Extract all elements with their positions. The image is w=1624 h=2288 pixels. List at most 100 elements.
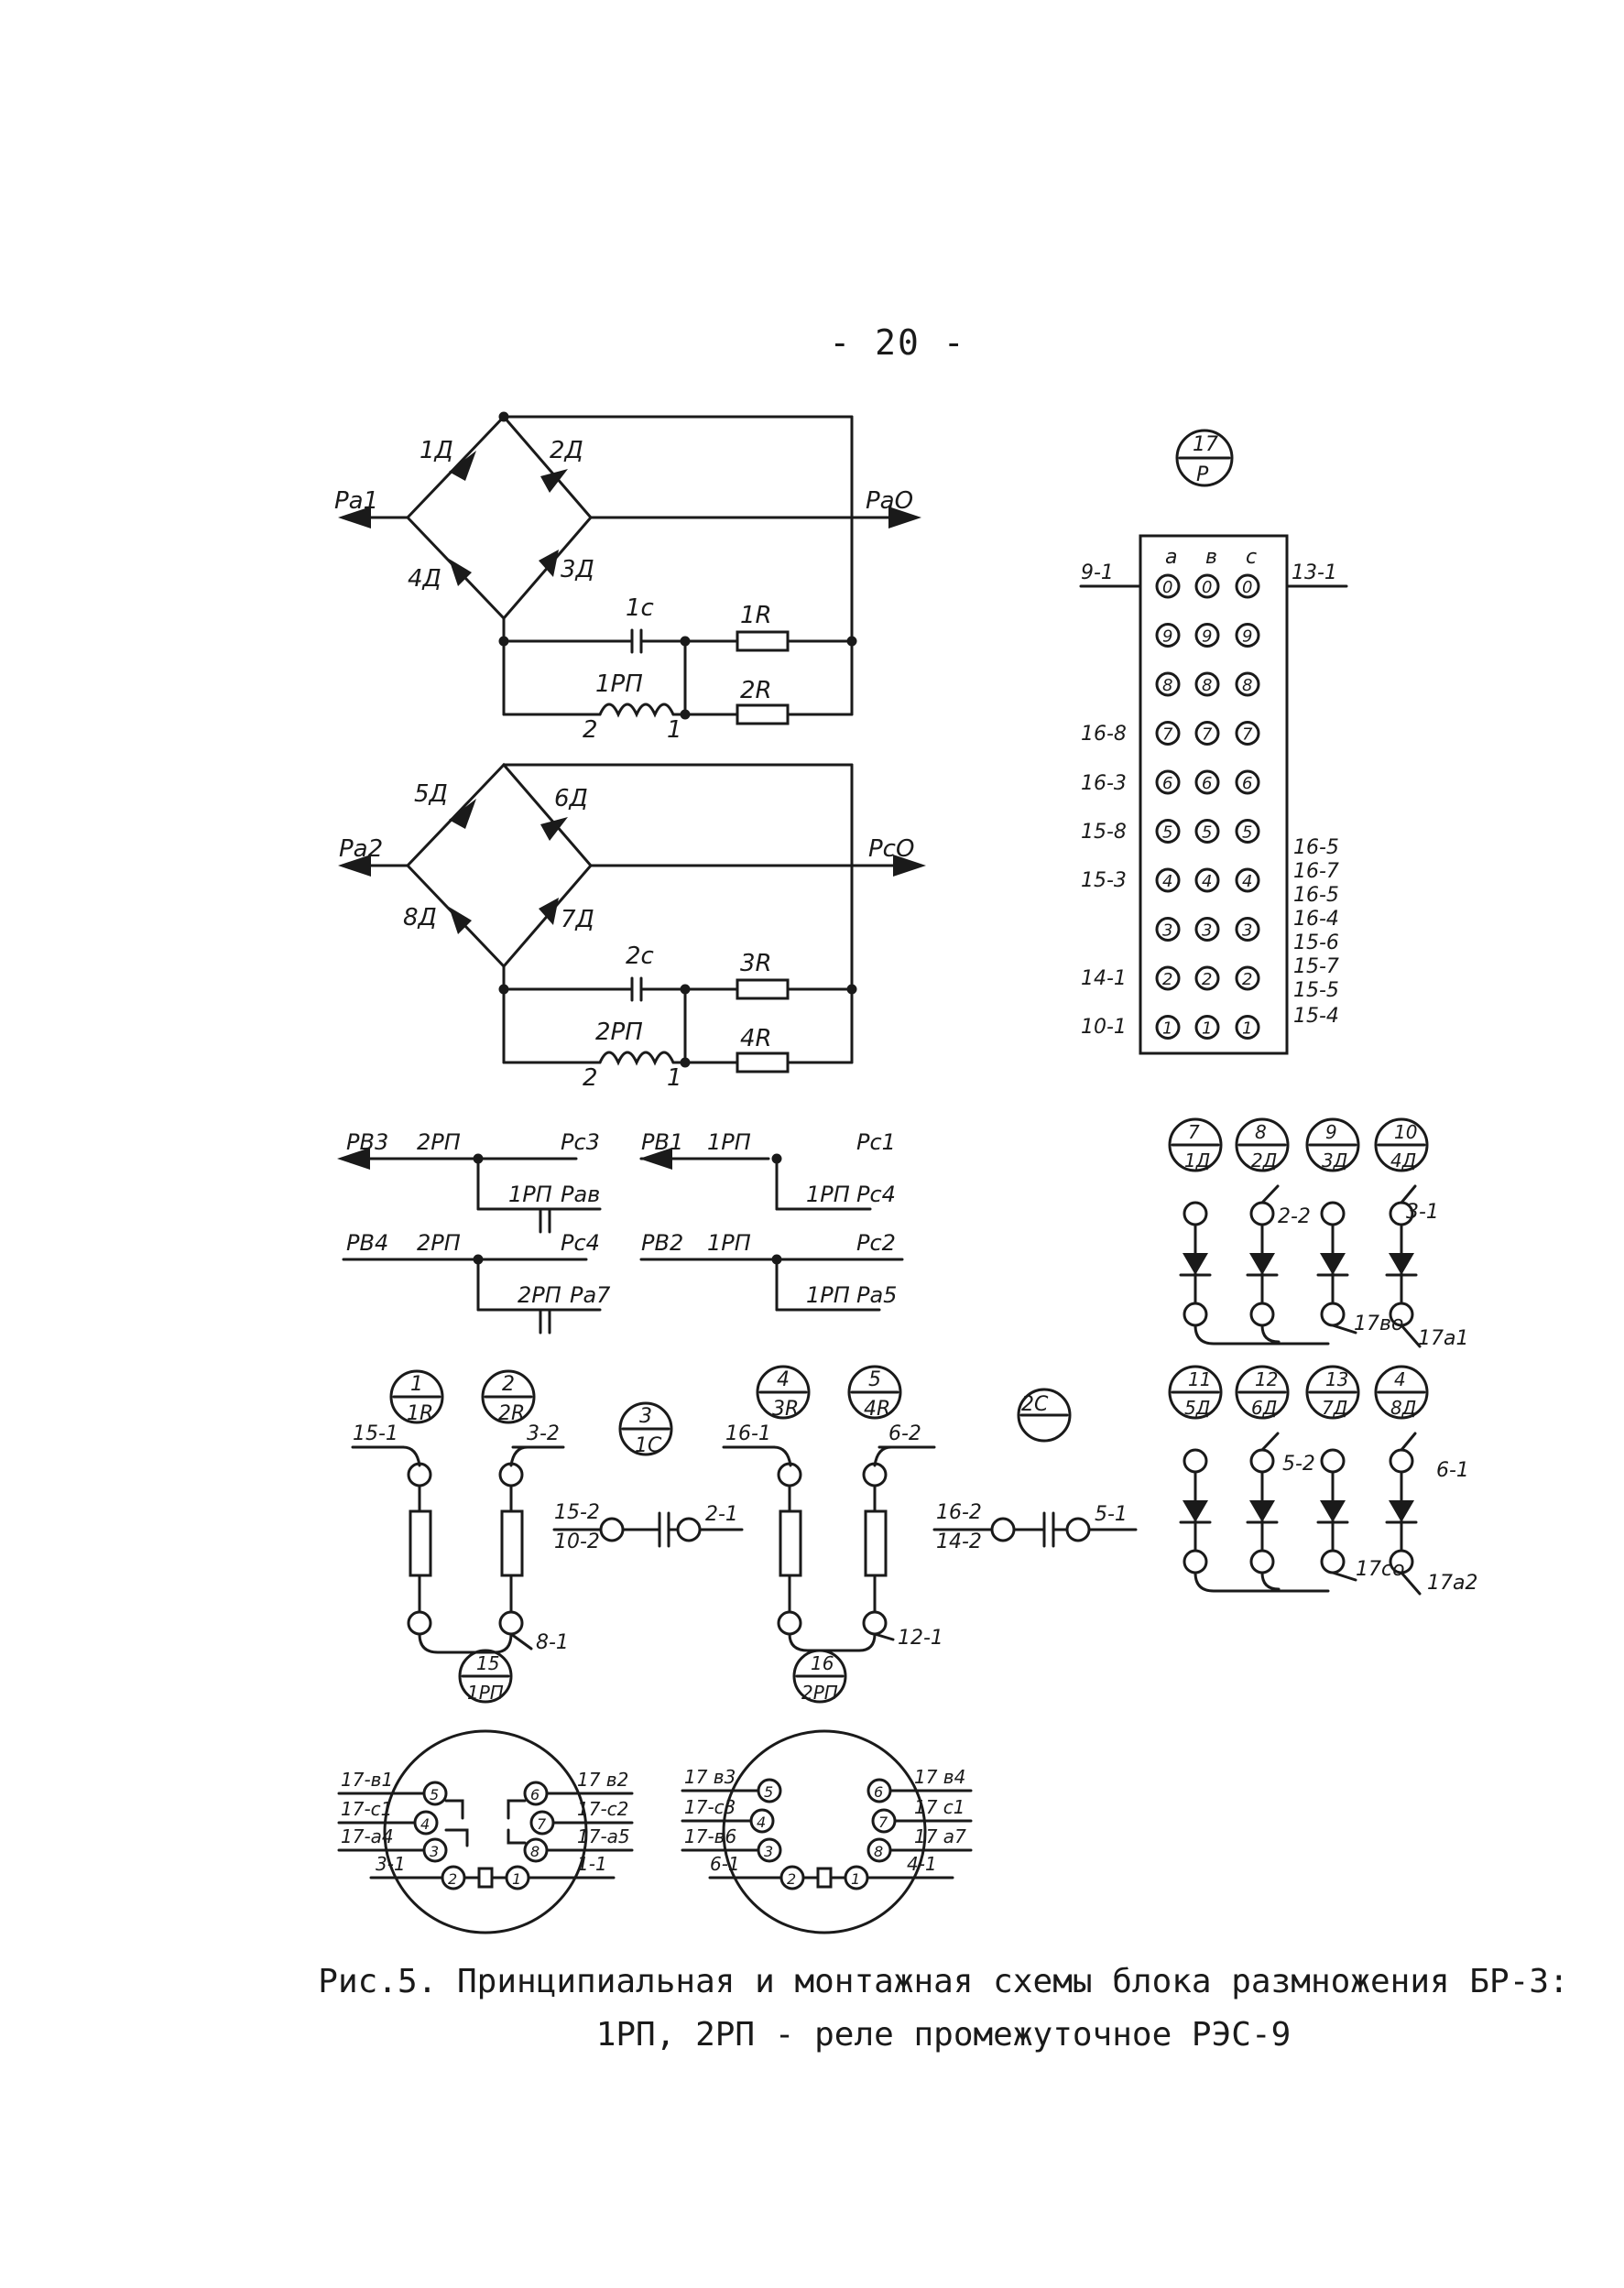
diode-terminal xyxy=(1320,1549,1346,1574)
socket-left-label: 17-а4 xyxy=(341,1825,394,1847)
diode-terminal xyxy=(1183,1549,1208,1574)
caption-line-1: Рис.5. Принципиальная и монтажная схемы … xyxy=(318,1963,1569,2000)
connector-pin xyxy=(1235,671,1260,697)
connector-pin xyxy=(1235,623,1260,648)
diode-symbol xyxy=(1389,1500,1414,1522)
caption-line-2: 1РП, 2РП - реле промежуточное РЭС-9 xyxy=(595,2016,1292,2054)
contact-left-label: РВ2 xyxy=(641,1230,683,1256)
connector-pin-number: 9 xyxy=(1162,627,1172,647)
contact-sub-relay-label: 1РП xyxy=(508,1182,552,1207)
diode-badge-sub: 2Д xyxy=(1251,1149,1277,1171)
resistor-4r-label: 4R xyxy=(740,1025,772,1052)
resistor-badge-sub: 4R xyxy=(864,1398,890,1421)
socket-left-label: 17-с1 xyxy=(341,1798,392,1820)
connector-left-label: 14-1 xyxy=(1081,967,1127,990)
capacitor-right-label: 2-1 xyxy=(705,1503,738,1526)
diode-badge-id: 4 xyxy=(1394,1368,1406,1390)
connector-pin-number: 4 xyxy=(1242,872,1252,891)
bridge1-out-label: РаО xyxy=(866,487,913,515)
socket-right-label: 17 в4 xyxy=(914,1766,965,1788)
diode-symbol xyxy=(1389,1253,1414,1275)
contact-relay-label: 2РП xyxy=(417,1129,461,1155)
resistor-group-1 xyxy=(351,1369,565,1654)
diode-badge xyxy=(1374,1117,1429,1172)
diode-lead xyxy=(1400,1324,1422,1348)
socket-pin: 6 xyxy=(874,1783,883,1801)
diode-bus xyxy=(1260,1324,1281,1344)
bridge2-in-label: Ра2 xyxy=(339,835,383,863)
connector-pin xyxy=(1155,965,1181,991)
coil-2rp-pin1: 1 xyxy=(667,1064,682,1092)
socket-right-label: 4-1 xyxy=(907,1853,937,1875)
connector-pin xyxy=(1235,1015,1260,1040)
socket-badge-sub: 1РП xyxy=(467,1682,504,1704)
connector-pin xyxy=(1155,573,1181,599)
connector-pin xyxy=(1194,1015,1220,1040)
resistor-badge-sub: 1R xyxy=(407,1402,433,1425)
connector-pin-number: 2 xyxy=(1202,970,1212,989)
socket-pin: 8 xyxy=(530,1843,540,1860)
contact-left-label: РВ1 xyxy=(641,1129,683,1155)
diode-badge xyxy=(1305,1117,1360,1172)
diode-bottom-label: 6-1 xyxy=(1436,1459,1469,1482)
coil-1rp-pin2: 2 xyxy=(583,716,598,744)
diode-1d-label: 1Д xyxy=(420,437,453,464)
bridge-2 xyxy=(338,762,926,1073)
socket-left-label: 6-1 xyxy=(710,1853,740,1875)
connector-left-label: 16-8 xyxy=(1081,723,1127,746)
diode-badge xyxy=(1305,1365,1360,1420)
bridge1-in-label: Ра1 xyxy=(334,487,378,515)
socket-left-label: 3-1 xyxy=(376,1853,406,1875)
diode-lead xyxy=(1400,1571,1422,1596)
connector-pin-number: 8 xyxy=(1162,676,1172,695)
contact-left-label: РВ4 xyxy=(346,1230,388,1256)
diode-symbol xyxy=(1183,1253,1208,1275)
connector-pin xyxy=(1235,867,1260,893)
diode-2d-label: 2Д xyxy=(550,437,583,464)
resistor-label: 6-2 xyxy=(888,1422,921,1445)
connector-right-label: 16-4 xyxy=(1293,908,1339,931)
relay-socket-1 xyxy=(337,1649,634,1934)
capacitor-badge-id: 3 xyxy=(639,1405,652,1428)
diode-lead xyxy=(1331,1324,1357,1335)
resistor-label: 15-1 xyxy=(353,1422,398,1445)
socket-left-label: 17-в1 xyxy=(341,1769,393,1791)
capacitor-left-label: 10-2 xyxy=(554,1531,600,1553)
diode-top-label: 17во xyxy=(1354,1313,1403,1335)
capacitor-right-label: 5-1 xyxy=(1095,1503,1128,1526)
socket-left-label: 17-в6 xyxy=(684,1825,736,1847)
diode-5d-label: 5Д xyxy=(414,780,448,808)
connector-left-label: 9-1 xyxy=(1081,561,1114,584)
diode-badge-sub: 5Д xyxy=(1184,1397,1210,1419)
connector-pin xyxy=(1194,671,1220,697)
connector-pin xyxy=(1155,721,1181,746)
diode-badge-sub: 6Д xyxy=(1251,1397,1277,1419)
diode-badge-id: 12 xyxy=(1255,1368,1278,1390)
diode-bottom-label: 17со xyxy=(1356,1558,1405,1581)
connector-pin xyxy=(1194,721,1220,746)
capacitor-badge-sub: 1С xyxy=(635,1434,662,1457)
socket-badge-id: 15 xyxy=(476,1652,499,1674)
contact-left-label: РВ3 xyxy=(346,1129,388,1155)
socket-pin: 1 xyxy=(851,1870,860,1888)
contact-circuits xyxy=(337,1148,904,1335)
socket-pin: 3 xyxy=(764,1843,773,1860)
resistor-badge-sub: 2R xyxy=(498,1402,525,1425)
diode-badge-id: 11 xyxy=(1188,1368,1211,1390)
socket-pin: 3 xyxy=(430,1843,439,1860)
resistor-label: 8-1 xyxy=(536,1631,569,1654)
connector-pin-number: 5 xyxy=(1242,823,1252,843)
connector-pin-number: 8 xyxy=(1242,676,1252,695)
connector-left-label: 15-3 xyxy=(1081,869,1127,892)
diode-terminal xyxy=(1249,1549,1275,1574)
resistor-badge-id: 1 xyxy=(410,1373,423,1396)
relay-socket-2 xyxy=(681,1649,973,1934)
connector-pin xyxy=(1194,819,1220,844)
socket-right-label: 17 в2 xyxy=(577,1769,628,1791)
contact-sub-relay-label: 2РП xyxy=(518,1282,561,1308)
contact-relay-label: 1РП xyxy=(707,1230,751,1256)
diode-terminal xyxy=(1320,1302,1346,1327)
diode-4d-label: 4Д xyxy=(408,565,441,593)
connector-pin-number: 6 xyxy=(1162,774,1172,793)
diode-terminal xyxy=(1320,1201,1346,1226)
